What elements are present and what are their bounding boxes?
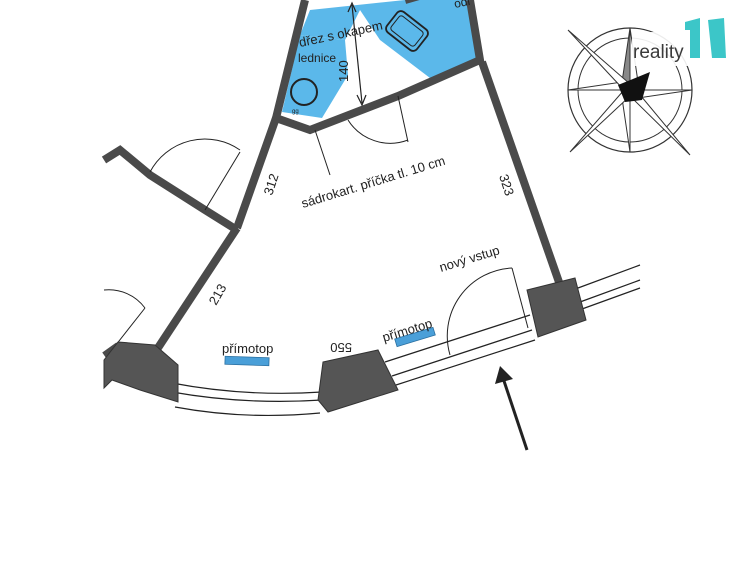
label-heater-left: přímotop: [222, 341, 273, 356]
facade-window-inner: [171, 382, 323, 394]
dim-wall-left-upper: 312: [261, 172, 282, 197]
reality-logo: reality: [632, 18, 726, 66]
logo-text: reality: [633, 42, 684, 63]
dim-wall-bottom: 550: [330, 340, 352, 355]
wall-kitchen-left: [271, 0, 485, 135]
entrance-arrow: [501, 377, 529, 451]
label-fridge: lednice: [298, 51, 336, 65]
pillar-left: [103, 341, 179, 403]
dim-wall-left-lower: 213: [206, 281, 230, 307]
heater-left: [224, 355, 270, 367]
compass-rose-icon: [567, 27, 693, 156]
fridge-area: [282, 35, 348, 118]
logo-mark-icon: [685, 18, 726, 58]
entrance-door-swing: [446, 267, 513, 356]
heater-right: [394, 326, 436, 348]
label-partition: sádrokart. příčka tl. 10 cm: [299, 153, 446, 211]
wall-left-lower: [146, 225, 241, 363]
kitchen-door-swing: [347, 119, 409, 144]
label-fridge-small: gg: [292, 109, 299, 115]
facade-window-right: [384, 314, 531, 363]
neighbour-door-swing: [149, 138, 241, 173]
fridge-symbol: [290, 78, 318, 106]
sink-basin: [385, 10, 429, 52]
kitchen-counter-area: [300, 0, 478, 78]
label-top-cut: odl: [453, 0, 472, 11]
wall-neighbour-left: [101, 145, 240, 234]
label-new-entrance: nový vstup: [437, 242, 501, 275]
wall-left-upper: [233, 116, 280, 230]
dim-kitchen-depth: 140: [336, 60, 351, 82]
wall-right: [478, 60, 564, 287]
facade-extension: [577, 264, 641, 310]
dim-wall-right: 323: [496, 172, 517, 197]
pillar-right: [526, 277, 587, 338]
pillar-middle: [317, 349, 399, 413]
dimension-line-140: [351, 4, 363, 104]
